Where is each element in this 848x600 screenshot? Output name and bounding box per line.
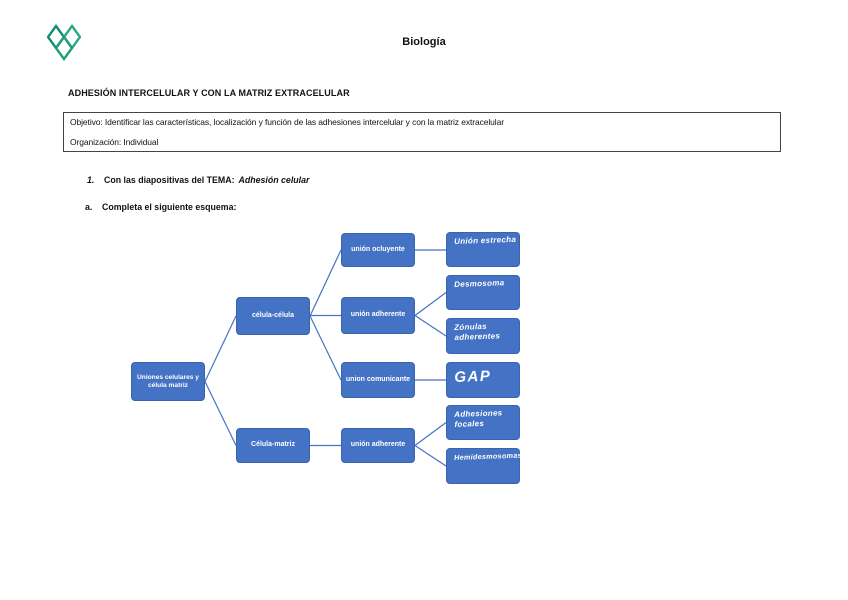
answer-union-estrecha: Unión estrecha: [446, 232, 520, 267]
node-label: unión adherente: [350, 311, 406, 319]
connector-root-celula-celula: [204, 315, 237, 382]
node-celula-matriz: Célula-matriz: [236, 428, 310, 463]
connector-cc-comunicante: [309, 315, 342, 381]
node-label: Uniones celulares y célula matriz: [137, 373, 199, 389]
node-union-adherente-2: unión adherente: [341, 428, 415, 463]
handwritten-answer: Adhesiones focales: [454, 408, 503, 429]
node-celula-celula: célula-célula: [236, 297, 310, 335]
node-label: Célula-matriz: [251, 441, 295, 449]
instruction-1-text: Con las diapositivas del TEMA:: [104, 175, 235, 185]
connector-root-celula-matriz: [204, 381, 237, 446]
handwritten-answer: GAP: [454, 367, 492, 386]
answer-desmosoma: Desmosoma: [446, 275, 520, 310]
node-label: célula-célula: [251, 311, 295, 319]
connector-adherente2-focales: [414, 422, 447, 446]
organization-line: Organización: Individual: [70, 137, 159, 147]
instruction-1-emphasis: Adhesión celular: [238, 175, 310, 185]
page-title: Biología: [402, 36, 446, 48]
connector-cc-ocluyente: [309, 249, 342, 317]
instruction-a-marker: a.: [85, 202, 93, 212]
worksheet-heading: ADHESIÓN INTERCELULAR Y CON LA MATRIZ EX…: [68, 88, 350, 98]
node-label: unión adherente: [350, 441, 406, 449]
node-union-adherente-1: unión adherente: [341, 297, 415, 334]
objective-line: Objetivo: Identificar las característica…: [70, 117, 504, 127]
node-union-comunicante: union comunicante: [341, 362, 415, 398]
answer-zonulas-adherentes: Zónulas adherentes: [446, 318, 520, 354]
connector-adherente-zonulas: [414, 314, 447, 337]
connector-adherente-desmosoma: [414, 292, 447, 316]
answer-hemidesmosomas: Hemidesmosomas: [446, 448, 522, 484]
node-label: unión ocluyente: [351, 245, 405, 253]
school-logo-icon: [47, 24, 81, 61]
instruction-a: a. Completa el siguiente esquema:: [85, 202, 236, 212]
answer-gap: GAP: [446, 362, 520, 398]
node-union-ocluyente: unión ocluyente: [341, 233, 415, 267]
handwritten-answer: Zónulas adherentes: [454, 321, 501, 342]
handwritten-answer: Unión estrecha: [454, 234, 517, 246]
node-uniones-celulares: Uniones celulares y célula matriz: [131, 362, 205, 401]
objective-box: Objetivo: Identificar las característica…: [63, 112, 781, 152]
instruction-1-marker: 1.: [87, 175, 95, 185]
instruction-a-text: Completa el siguiente esquema:: [102, 202, 237, 212]
instruction-1: 1. Con las diapositivas del TEMA: Adhesi…: [87, 175, 309, 185]
handwritten-answer: Hemidesmosomas: [454, 450, 522, 462]
connector-adherente2-hemidesmosomas: [414, 444, 447, 467]
node-label: union comunicante: [345, 375, 411, 383]
handwritten-answer: Desmosoma: [454, 278, 505, 289]
answer-adhesiones-focales: Adhesiones focales: [446, 405, 520, 440]
